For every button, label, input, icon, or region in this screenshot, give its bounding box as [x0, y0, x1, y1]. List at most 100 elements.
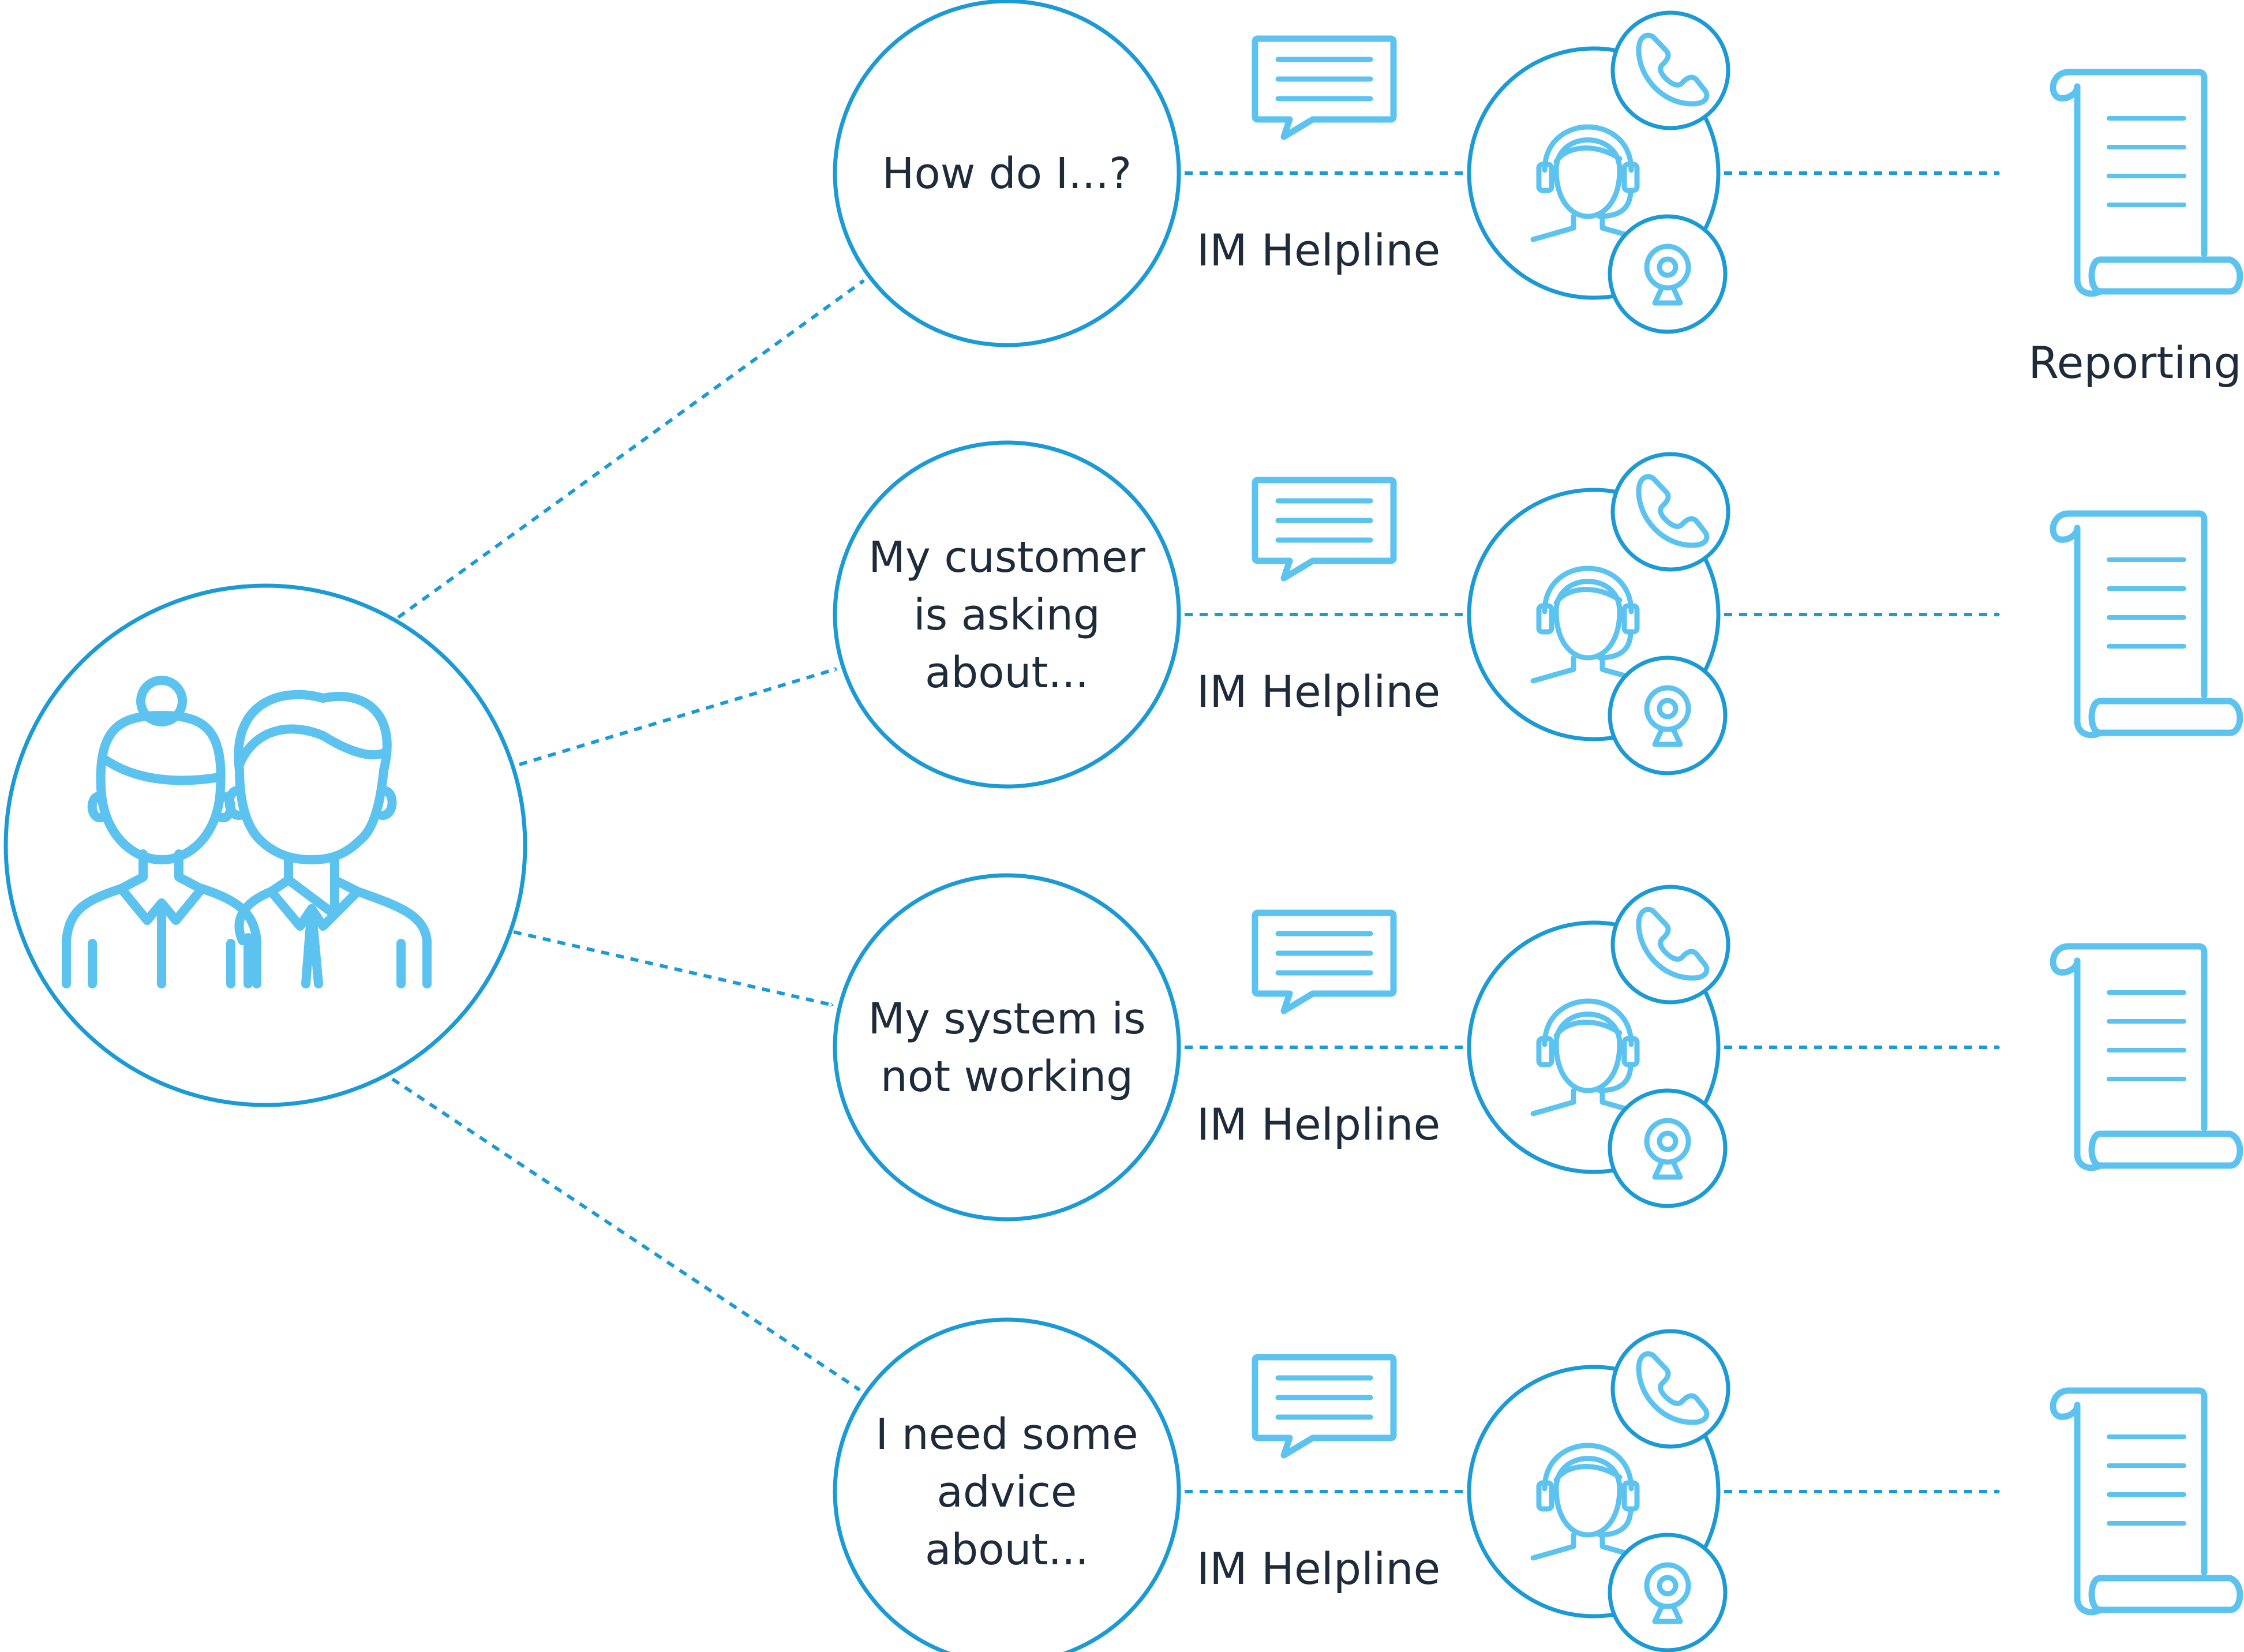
report-scroll-icon	[2050, 510, 2243, 739]
chat-bubble-outline	[1252, 1354, 1397, 1459]
woman-ear-left	[87, 792, 106, 822]
phone-badge	[1610, 452, 1730, 572]
webcam-lens	[1657, 1130, 1679, 1152]
agent-head	[1553, 1012, 1623, 1093]
webcam-icon	[1644, 1562, 1691, 1624]
source-circle	[3, 583, 527, 1107]
question-text-line: How do I...?	[882, 149, 1132, 198]
channel-label: IM Helpline	[1197, 666, 1441, 717]
agent-head	[1553, 137, 1623, 219]
question-circle	[833, 440, 1181, 789]
channel-label: IM Helpline	[1197, 224, 1441, 276]
man-head	[234, 690, 392, 864]
source-arrow	[513, 930, 834, 1007]
agent-hair	[1553, 145, 1623, 164]
phone-badge	[1610, 10, 1730, 130]
agent-head	[1553, 579, 1623, 661]
chat-bubble-outline	[1252, 35, 1397, 140]
scroll-top-curl	[2050, 510, 2081, 543]
webcam-icon	[1644, 244, 1691, 306]
webcam-body	[1644, 1562, 1691, 1609]
phone-icon	[1636, 906, 1710, 981]
question-text-line: not working	[881, 1052, 1133, 1102]
scroll-body	[2074, 525, 2243, 739]
phone-badge	[1610, 885, 1730, 1005]
agent-hair	[1553, 1020, 1623, 1039]
chat-bubble-icon	[1252, 35, 1397, 140]
webcam-icon	[1644, 1118, 1691, 1180]
headset-band	[1542, 998, 1634, 1047]
agent-head	[1553, 1456, 1623, 1538]
man-ears	[224, 786, 397, 820]
webcam-body	[1644, 685, 1691, 732]
chat-bubble-icon	[1252, 477, 1397, 582]
webcam-lens	[1657, 256, 1679, 278]
question-circle	[833, 873, 1181, 1222]
agent-hair	[1553, 1464, 1623, 1483]
agent-hair	[1553, 587, 1623, 606]
scroll-top-curl	[2050, 69, 2081, 102]
scroll-top-edge	[2065, 510, 2208, 699]
scroll-top-curl	[2050, 1387, 2081, 1420]
webcam-stand	[1652, 1604, 1683, 1624]
agent-circle	[1467, 920, 1721, 1174]
woman-hair-bun	[136, 676, 187, 726]
scroll-body	[2074, 957, 2243, 1171]
question-text-line: advice	[937, 1467, 1077, 1517]
webcam-lens	[1657, 1575, 1679, 1597]
agent-circle	[1467, 488, 1721, 741]
webcam-icon	[1644, 685, 1691, 747]
row-3: My system is not working IM Helpline	[513, 873, 2243, 1222]
headset-band	[1542, 1443, 1634, 1492]
agent-circle	[1467, 1365, 1721, 1619]
report-scroll-icon	[2050, 943, 2243, 1171]
headset-earpiece-left	[1536, 1036, 1554, 1067]
webcam-body	[1644, 1118, 1691, 1165]
scroll-top-curl	[2050, 943, 2081, 976]
source-arrow	[397, 279, 865, 619]
headset-band	[1542, 124, 1634, 173]
question-circle	[833, 1317, 1181, 1652]
question-circle	[833, 0, 1181, 347]
headset-earpiece-left	[1536, 162, 1554, 193]
channel-label: IM Helpline	[1197, 1543, 1441, 1594]
phone-handset	[1636, 32, 1710, 107]
row-2: My customer is asking about... IM Helpline	[519, 440, 2243, 789]
agent-headset-icon	[1530, 565, 1646, 684]
phone-handset	[1636, 1351, 1710, 1425]
phone-icon	[1636, 1351, 1710, 1425]
question-text-line: My system is	[868, 994, 1145, 1044]
channel-label: IM Helpline	[1197, 1099, 1441, 1150]
question-text-line: about...	[925, 1525, 1089, 1575]
webcam-lens	[1657, 698, 1679, 720]
headset-earpiece-left	[1536, 1480, 1554, 1512]
scroll-body	[2074, 1402, 2243, 1616]
webcam-stand	[1652, 285, 1683, 306]
man-hairline	[235, 724, 388, 769]
woman-head	[96, 711, 226, 864]
chat-bubble-icon	[1252, 909, 1397, 1014]
phone-handset	[1636, 474, 1710, 548]
scroll-top-edge	[2065, 943, 2208, 1132]
webcam-stand	[1652, 1159, 1683, 1180]
agent-circle	[1467, 46, 1721, 300]
question-text-line: My customer	[868, 533, 1145, 582]
chat-bubble-icon	[1252, 1354, 1397, 1459]
phone-badge	[1610, 1329, 1730, 1449]
reporting-label: Reporting	[2028, 337, 2241, 388]
phone-icon	[1636, 32, 1710, 107]
question-text-line: about...	[925, 648, 1089, 698]
question-text-line: is asking	[913, 590, 1100, 640]
report-scroll-icon	[2050, 1387, 2243, 1616]
row-1: How do I...? IM Helpline	[397, 0, 2243, 619]
woman-neck	[117, 849, 205, 893]
scroll-top-edge	[2065, 69, 2208, 257]
users-icon	[62, 676, 432, 988]
webcam-stand	[1652, 726, 1683, 747]
phone-handset	[1636, 906, 1710, 981]
chat-bubble-outline	[1252, 909, 1397, 1014]
agent-headset-icon	[1530, 1443, 1646, 1561]
